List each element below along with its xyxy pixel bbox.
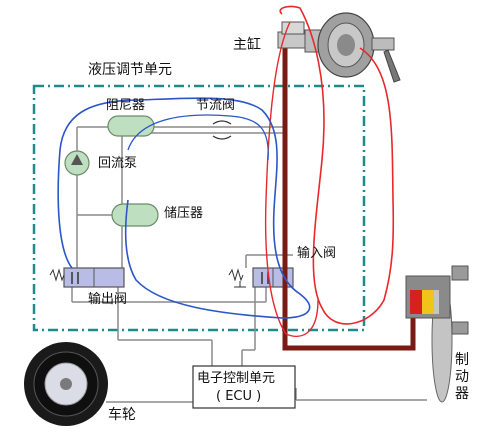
inlet-valve-label: 输入阀 — [297, 246, 337, 261]
hydraulic-unit-title: 液压调节单元 — [88, 62, 172, 78]
master-cylinder-assembly — [277, 12, 401, 83]
return-pump-label: 回流泵 — [98, 156, 138, 171]
brake-fluid-line — [282, 48, 416, 351]
accumulator-label: 储压器 — [164, 206, 204, 221]
red-annotation-loop — [279, 5, 395, 325]
wheel-label: 车轮 — [108, 407, 136, 423]
brake-label-char-1: 制 — [455, 352, 469, 368]
throttle-valve-label: 节流阀 — [196, 98, 236, 113]
master-cylinder-label: 主缸 — [233, 37, 261, 53]
ecu-label-line2: ( ECU ) — [216, 389, 262, 404]
outlet-valve-component — [49, 267, 125, 288]
internal-pipes — [71, 126, 427, 403]
blue-annotation-loop — [57, 97, 311, 319]
damper-component — [107, 115, 155, 137]
hydraulic-unit-frame — [32, 84, 366, 332]
ecu-label-line1: 电子控制单元 — [197, 371, 276, 386]
damper-label: 阻尼器 — [106, 98, 146, 113]
accumulator-component — [111, 203, 159, 227]
wheel-component — [24, 342, 108, 426]
outlet-valve-label: 输出阀 — [88, 292, 128, 307]
brake-caliper-assembly — [405, 265, 469, 403]
throttle-valve-symbol — [212, 120, 232, 140]
ecu-box — [192, 365, 296, 409]
return-pump-component — [64, 150, 90, 176]
red-annotation-stroke — [264, 21, 319, 337]
blue-annotation-stroke — [127, 114, 269, 161]
brake-label-char-2: 动 — [455, 369, 469, 385]
brake-label-char-3: 器 — [455, 386, 469, 402]
